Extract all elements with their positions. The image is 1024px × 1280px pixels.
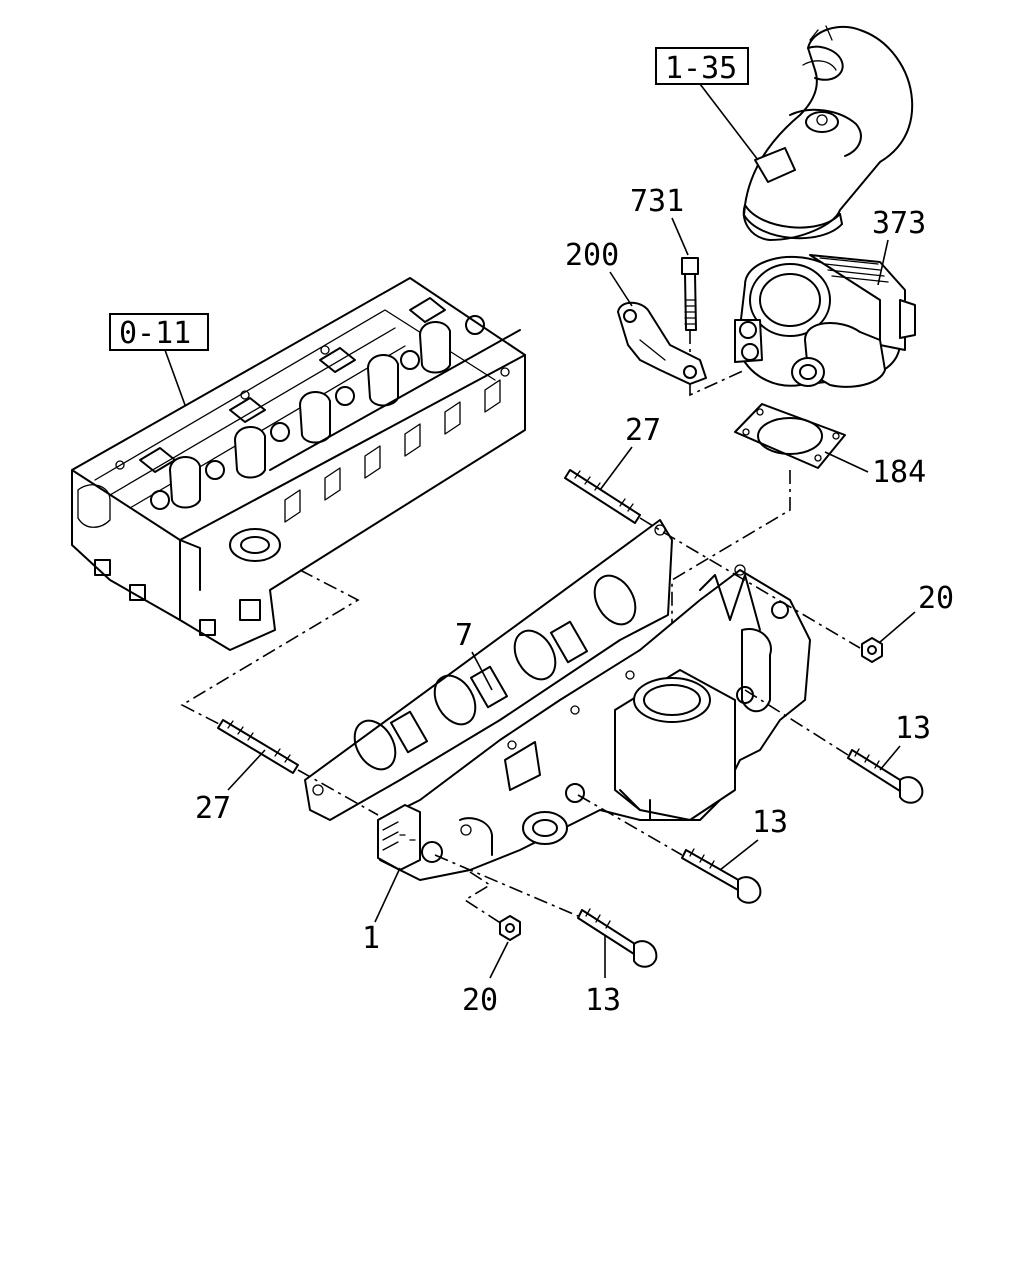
cylinder-head	[71, 277, 526, 651]
bracket-200	[617, 301, 707, 385]
centerline-20-bottom	[463, 871, 503, 925]
callout-13-right[interactable]: 13	[895, 711, 931, 746]
ref-label-1-35[interactable]: 1-35	[665, 51, 737, 86]
leader-13-middle	[719, 839, 759, 871]
leader-200	[609, 271, 633, 307]
callout-373[interactable]: 373	[872, 206, 926, 241]
leader-20-right	[879, 611, 916, 643]
centerline-13-right	[744, 689, 849, 756]
callout-13-bottom[interactable]: 13	[585, 983, 621, 1018]
leader-13-right	[879, 745, 901, 771]
gasket-184	[734, 403, 846, 469]
centerline-13-bottom	[434, 854, 579, 917]
ref-label-0-11[interactable]: 0-11	[119, 316, 191, 351]
ref-box-1-35[interactable]	[655, 47, 749, 85]
centerline-27-top	[639, 517, 861, 649]
throttle-body	[734, 254, 916, 388]
nut-20-bottom	[499, 915, 521, 941]
bolt-13-bottom	[577, 908, 658, 968]
callout-7[interactable]: 7	[455, 618, 473, 653]
leader-1	[374, 867, 401, 923]
leader-184	[824, 451, 869, 473]
leader-27-top	[599, 446, 633, 491]
leader-0-11	[164, 349, 186, 406]
bolt-13-middle	[681, 848, 762, 904]
callout-13-middle[interactable]: 13	[752, 805, 788, 840]
callout-20-bottom[interactable]: 20	[462, 983, 498, 1018]
nut-20-right	[861, 637, 883, 663]
callout-1[interactable]: 1	[362, 921, 380, 956]
leader-373	[877, 239, 889, 286]
callout-27-left[interactable]: 27	[195, 791, 231, 826]
leader-27-left	[227, 749, 266, 791]
centerline-731	[689, 330, 746, 397]
stud-27-top	[564, 469, 641, 524]
callout-20-right[interactable]: 20	[918, 581, 954, 616]
leader-7	[471, 651, 493, 691]
stud-27-left	[217, 719, 299, 774]
leader-1-35	[699, 83, 759, 161]
callout-27-top[interactable]: 27	[625, 413, 661, 448]
bolt-731	[681, 257, 699, 331]
callout-184[interactable]: 184	[872, 455, 926, 490]
intake-manifold	[377, 564, 811, 881]
callout-200[interactable]: 200	[565, 238, 619, 273]
air-intake-hose	[742, 25, 914, 241]
callout-731[interactable]: 731	[630, 184, 684, 219]
leader-20-bottom	[489, 941, 509, 979]
centerline-head	[180, 569, 360, 746]
manifold-gasket-7	[304, 519, 673, 821]
bolt-13-right	[847, 748, 924, 804]
centerline-13-middle	[577, 794, 683, 856]
ref-box-0-11[interactable]	[109, 313, 209, 351]
leader-731	[671, 217, 689, 256]
